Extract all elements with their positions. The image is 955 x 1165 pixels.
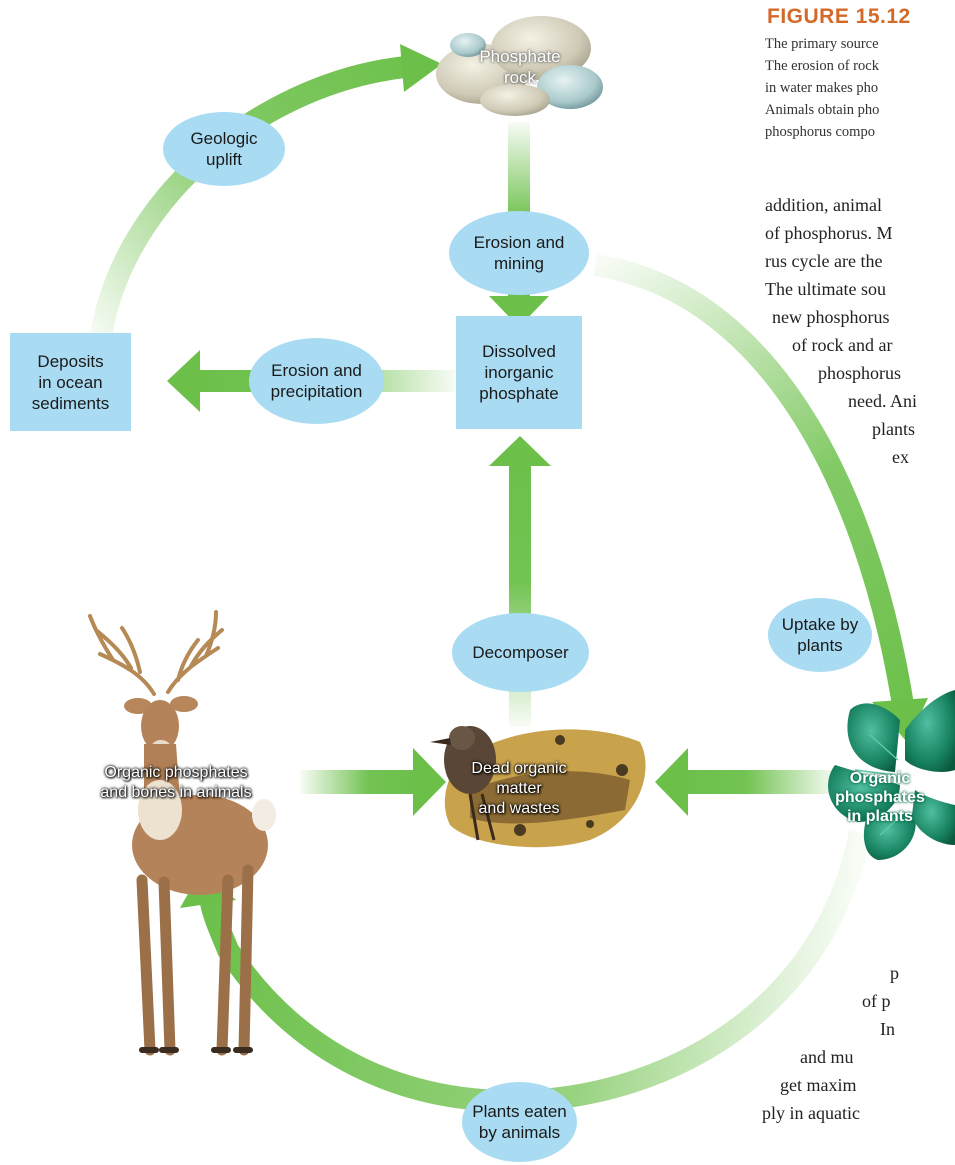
- process-plants-eaten: Plants eaten by animals: [462, 1082, 577, 1162]
- node-plants: Organic phosphates in plants: [835, 770, 925, 825]
- process-erosion-precipitation: Erosion and precipitation: [249, 338, 384, 424]
- node-animals: Organic phosphates and bones in animals: [100, 764, 252, 801]
- process-uptake: Uptake by plants: [768, 598, 872, 672]
- dead-matter-image: [430, 726, 646, 848]
- plant-image: [828, 690, 955, 860]
- figure-title: FIGURE 15.12: [767, 5, 911, 28]
- plant-to-dead-matter-arrow: [655, 748, 836, 816]
- phosphate-rock-image: [436, 16, 603, 116]
- body-text-line: of phosphorus. M: [765, 223, 893, 243]
- body-text-line: The ultimate sou: [765, 279, 886, 299]
- body-text-line: of p: [862, 991, 891, 1011]
- caption-line: Animals obtain pho: [765, 102, 880, 118]
- animal-to-dead-matter-arrow: [300, 748, 446, 816]
- body-text-line: addition, animal: [765, 195, 882, 215]
- deer-image: [88, 610, 276, 1056]
- process-geologic-uplift: Geologic uplift: [163, 112, 285, 186]
- caption-line: The primary source: [765, 36, 879, 52]
- process-erosion-mining: Erosion and mining: [449, 211, 589, 295]
- caption-line: The erosion of rock: [765, 58, 879, 74]
- body-text-line: In: [880, 1019, 895, 1039]
- process-decomposer: Decomposer: [452, 613, 589, 692]
- node-dead-matter: Dead organic matter and wastes: [471, 760, 567, 817]
- geologic-uplift-arrow: [89, 44, 442, 347]
- body-text-line: rus cycle are the: [765, 251, 883, 271]
- body-text-line: and mu: [800, 1047, 854, 1067]
- body-text-line: phosphorus: [818, 363, 902, 383]
- caption-line: phosphorus compo: [765, 124, 875, 140]
- plants-eaten-arrow: [180, 829, 871, 1112]
- node-phosphate-rock: Phosphate rock: [479, 47, 561, 87]
- body-text-line: of rock and ar: [792, 335, 893, 355]
- body-text-line: new phosphorus: [772, 307, 890, 327]
- body-text-line: p: [890, 963, 899, 983]
- body-text-line: ex: [892, 447, 909, 467]
- body-text-line: plants: [872, 419, 915, 439]
- node-dissolved-phosphate: Dissolved inorganic phosphate: [456, 316, 582, 429]
- body-text-line: get maxim: [780, 1075, 857, 1095]
- body-text-line: ply in aquatic: [762, 1103, 860, 1123]
- caption-line: in water makes pho: [765, 80, 879, 96]
- node-deposits: Deposits in ocean sediments: [10, 333, 131, 431]
- body-text-line: need. Ani: [848, 391, 917, 411]
